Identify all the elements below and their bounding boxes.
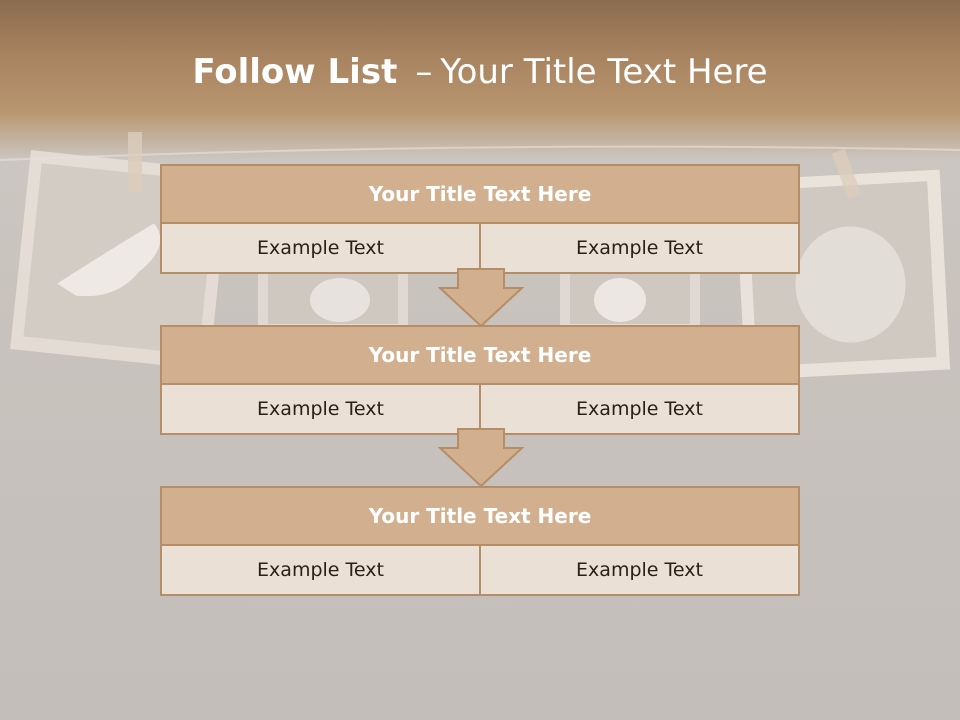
step-block-cell-left: Example Text [257, 237, 384, 259]
step-block-cell-right: Example Text [479, 224, 798, 272]
step-block-3: Your Title Text Here Example Text Exampl… [160, 486, 800, 596]
step-block-row: Example Text Example Text [162, 546, 798, 594]
step-block-title: Your Title Text Here [162, 488, 798, 546]
step-block-title: Your Title Text Here [162, 166, 798, 224]
step-block-cell-left: Example Text [257, 559, 384, 581]
step-block-2: Your Title Text Here Example Text Exampl… [160, 325, 800, 435]
step-block-title: Your Title Text Here [162, 327, 798, 385]
step-block-row: Example Text Example Text [162, 385, 798, 433]
step-block-1: Your Title Text Here Example Text Exampl… [160, 164, 800, 274]
step-block-cell-right: Example Text [479, 546, 798, 594]
slide-title-rest: Your Title Text Here [440, 52, 768, 92]
slide-title: Follow List–Your Title Text Here [0, 52, 960, 92]
header-band [0, 0, 960, 160]
down-arrow-icon [438, 268, 524, 328]
step-block-cell-left: Example Text [257, 398, 384, 420]
step-block-cell-right: Example Text [479, 385, 798, 433]
slide-title-bold: Follow List [192, 52, 398, 92]
step-block-row: Example Text Example Text [162, 224, 798, 272]
down-arrow-icon [438, 428, 524, 488]
slide-title-dash: – [415, 52, 433, 92]
